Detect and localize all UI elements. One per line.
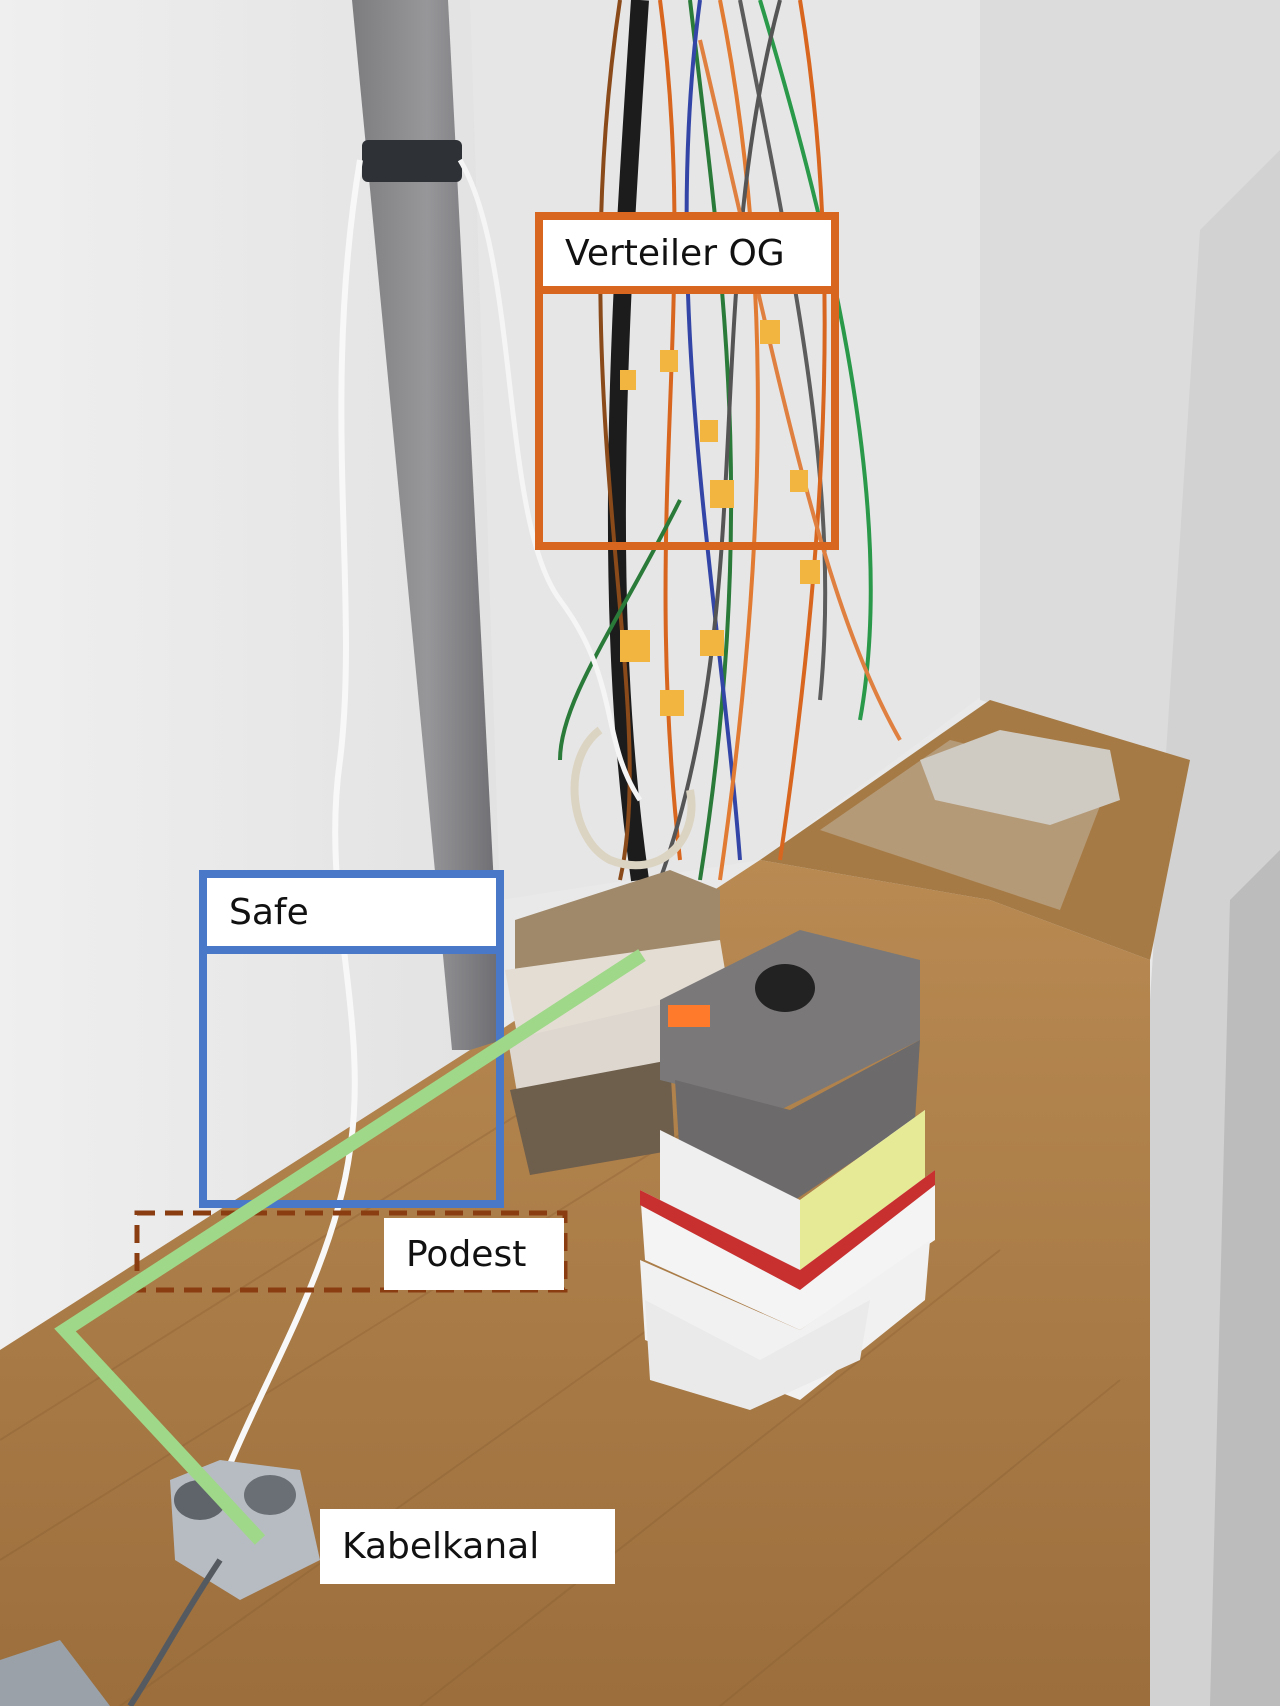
kabelkanal-text: Kabelkanal xyxy=(342,1526,540,1567)
pipe-clamp xyxy=(362,140,462,182)
tape-measure xyxy=(755,964,815,1012)
safe-text: Safe xyxy=(229,891,309,933)
floor-cable xyxy=(127,1558,223,1706)
box-yellow xyxy=(800,1110,925,1270)
safe-label: Safe xyxy=(207,878,496,946)
podest-text: Podest xyxy=(406,1233,527,1275)
gray-pipe xyxy=(352,0,502,1050)
cable-coil xyxy=(570,726,696,870)
white-cable-right xyxy=(457,158,643,802)
box-dark xyxy=(510,1060,675,1175)
box-white-5 xyxy=(645,1300,870,1410)
box-red-stripe xyxy=(640,1170,935,1290)
box-gray-2 xyxy=(675,1040,920,1200)
orange-sticker xyxy=(668,1005,710,1027)
box-white-3 xyxy=(660,1110,925,1270)
box-white-1 xyxy=(505,940,730,1050)
verteiler-og-text: Verteiler OG xyxy=(565,232,785,274)
podest-frame xyxy=(134,1210,568,1293)
verteiler-og-label: Verteiler OG xyxy=(543,220,831,286)
box-red-white xyxy=(640,1170,935,1330)
bottom-left-bag xyxy=(0,1640,110,1706)
cable-tags xyxy=(620,320,820,716)
verteiler-frame xyxy=(535,212,839,550)
door-edge-right xyxy=(1210,850,1280,1706)
podest-label: Podest xyxy=(384,1218,564,1290)
cable-bundle xyxy=(558,0,902,882)
kabelkanal-route xyxy=(54,949,646,1545)
kabelkanal-label: Kabelkanal xyxy=(320,1509,615,1584)
box-gray-top xyxy=(660,930,920,1110)
duct-pipe-2 xyxy=(244,1475,296,1515)
cloth xyxy=(920,730,1120,825)
